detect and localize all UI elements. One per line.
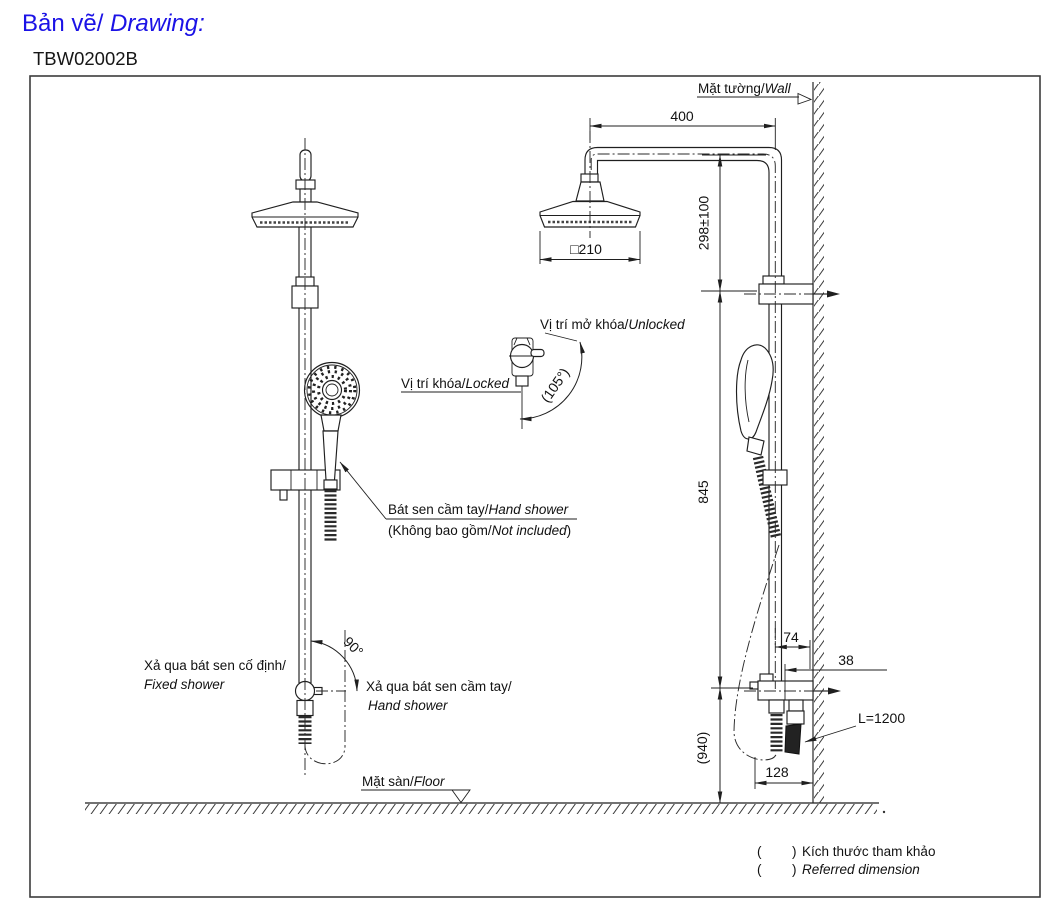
title-en: Drawing: <box>103 10 205 37</box>
shower-arm <box>584 146 783 681</box>
dim-845: 845 <box>695 480 711 504</box>
hand-outlet-label-en: Hand shower <box>368 698 448 713</box>
floor <box>85 802 886 814</box>
top-knob <box>299 149 312 182</box>
note-line-vi: ()Kích thước tham khảo <box>757 844 935 859</box>
locked-label: Vị trí khóa/Locked <box>401 376 510 391</box>
hand-outlet-label: Xả qua bát sen cầm tay/ <box>366 679 512 694</box>
lock-arc <box>519 341 586 422</box>
wall <box>812 82 824 803</box>
dimensions: 400 □210 298±100 845 (940) 74 <box>539 108 905 804</box>
dim-128: 128 <box>765 764 789 780</box>
hand-shower-side <box>735 344 788 539</box>
stop-valve-side <box>744 673 841 755</box>
unlocked-label: Vị trí mở khóa/Unlocked <box>540 317 685 332</box>
dim-210: □210 <box>570 241 602 257</box>
dim-38: 38 <box>838 652 854 668</box>
dim-400: 400 <box>670 108 694 124</box>
model-number: TBW02002B <box>33 48 138 69</box>
hand-shower-label: Bát sen cầm tay/Hand shower <box>388 502 569 517</box>
wall-bracket <box>744 275 840 305</box>
title-vi: Bản vẽ/ <box>22 10 104 37</box>
dim-105: (105°) <box>537 365 572 406</box>
hand-shower-holder <box>270 469 341 491</box>
side-view <box>539 131 841 761</box>
fixed-outlet-label-en: Fixed shower <box>144 677 225 692</box>
dim-90: 90° <box>340 633 366 659</box>
fixed-outlet-label: Xả qua bát sen cố định/ <box>144 658 286 673</box>
reference-note: ()Kích thước tham khảo ()Referred dimens… <box>757 844 935 877</box>
floor-label: Mặt sàn/Floor <box>362 774 445 789</box>
dim-940: (940) <box>694 732 710 765</box>
drawing-frame <box>29 75 1041 898</box>
front-view: 90° <box>251 138 367 776</box>
swivel-arc <box>310 640 359 692</box>
hand-shower-front <box>303 361 361 541</box>
front-view-labels: Bát sen cầm tay/Hand shower (Không bao g… <box>144 461 577 713</box>
hose-loop-front <box>304 743 346 765</box>
lock-handle <box>530 348 545 358</box>
dim-L1200: L=1200 <box>858 710 905 726</box>
centerline-side <box>590 153 776 689</box>
not-included-label: (Không bao gồm/Not included) <box>388 523 571 538</box>
page-title: Bản vẽ/ Drawing: <box>22 10 205 38</box>
lock-detail: (105°) Vị trí mở khóa/Unlocked Vị trí kh… <box>401 317 685 429</box>
wall-label: Mặt tường/Wall <box>698 81 792 96</box>
hose-loop-side <box>733 544 780 761</box>
note-line-en: ()Referred dimension <box>757 862 920 877</box>
dim-74: 74 <box>783 629 799 645</box>
hose-outlet <box>784 723 802 755</box>
wall-floor-labels: Mặt tường/Wall Mặt sàn/Floor <box>361 81 813 804</box>
dim-298: 298±100 <box>696 196 712 251</box>
